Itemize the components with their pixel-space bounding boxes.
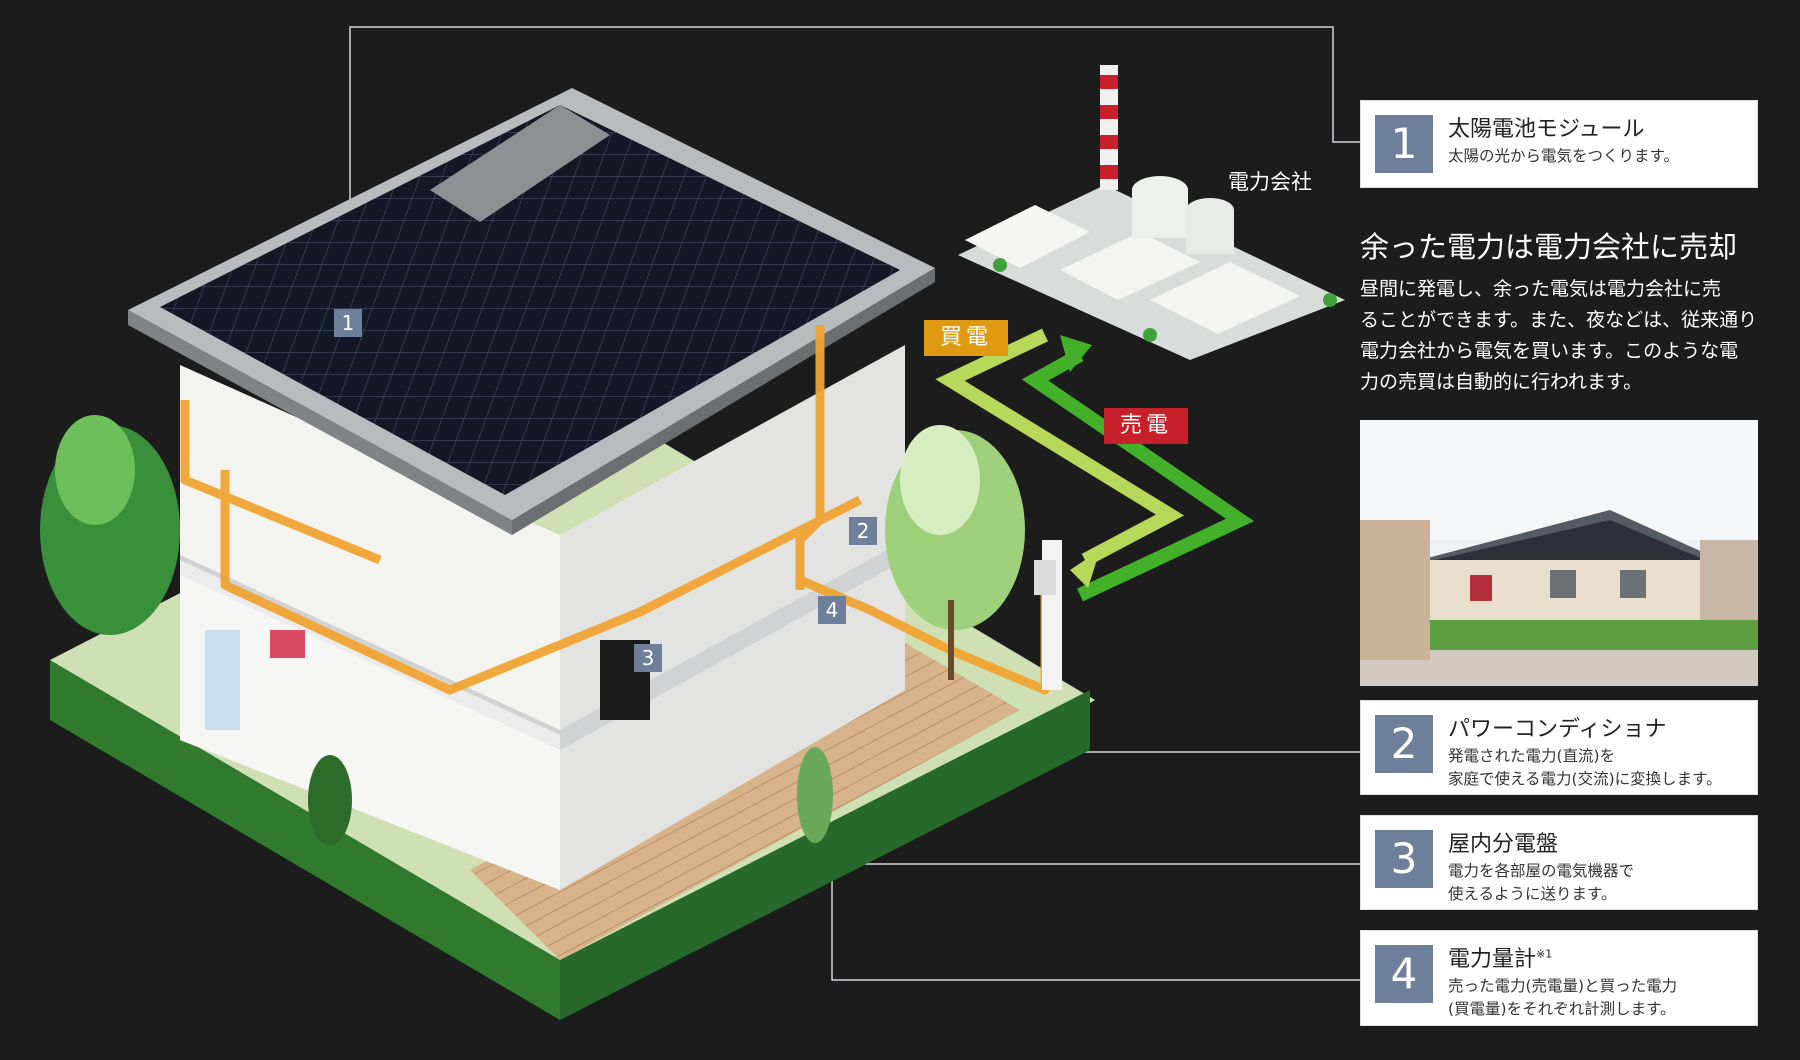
badge-2: 2 [1375, 715, 1433, 773]
marker-2: 2 [849, 517, 877, 545]
footnote-mark: ※1 [1536, 947, 1553, 961]
marker-1: 1 [334, 309, 362, 337]
callout-card-2: 2 パワーコンディショナ 発電された電力(直流)を家庭で使える電力(交流)に変換… [1360, 700, 1758, 795]
surplus-text: 昼間に発電し、余った電気は電力会社に売 ることができます。また、夜などは、従来通… [1360, 278, 1758, 393]
card-desc: 電力を各部屋の電気機器で使えるように送ります。 [1448, 862, 1635, 903]
marker-3: 3 [634, 644, 662, 672]
card-desc: 売った電力(売電量)と買った電力(買電量)をそれぞれ計測します。 [1448, 977, 1678, 1018]
marker-4: 4 [818, 596, 846, 624]
roof [128, 88, 935, 535]
sell-arrow [1021, 348, 1255, 602]
callout-card-3: 3 屋内分電盤 電力を各部屋の電気機器で使えるように送ります。 [1360, 815, 1758, 910]
surplus-heading: 余った電力は電力会社に売却 [1360, 230, 1738, 264]
refrigerator [205, 630, 240, 730]
hedge-right [560, 690, 1090, 1020]
callout-card-4: 4 電力量計※1 売った電力(売電量)と買った電力(買電量)をそれぞれ計測します… [1360, 930, 1758, 1026]
badge-1: 1 [1375, 115, 1433, 173]
buy-arrow [935, 328, 1185, 567]
power-company-label: 電力会社 [1228, 170, 1312, 194]
card-desc: 太陽の光から電気をつくります。 [1448, 147, 1679, 165]
energy-arrows [935, 328, 1255, 602]
card-desc: 発電された電力(直流)を家庭で使える電力(交流)に変換します。 [1448, 747, 1722, 788]
card-title: 太陽電池モジュール [1448, 117, 1645, 142]
card-title: パワーコンディショナ [1448, 717, 1667, 742]
power-plant [958, 65, 1345, 360]
house-photo [1360, 420, 1758, 686]
microwave [270, 630, 305, 658]
hedge-left [50, 660, 560, 1020]
connector-1 [349, 26, 1360, 322]
callout-card-1: 1 太陽電池モジュール 太陽の光から電気をつくります。 [1360, 100, 1758, 188]
card-title: 屋内分電盤 [1448, 832, 1559, 857]
trees [40, 415, 1025, 845]
utility-pole [1034, 540, 1062, 690]
badge-3: 3 [1375, 830, 1433, 888]
buy-tag: 買電 [924, 320, 1008, 356]
badge-4: 4 [1375, 945, 1433, 1003]
wooden-deck [470, 640, 1020, 960]
sell-tag: 売電 [1104, 408, 1188, 444]
card-title: 電力量計※1 [1448, 947, 1553, 972]
